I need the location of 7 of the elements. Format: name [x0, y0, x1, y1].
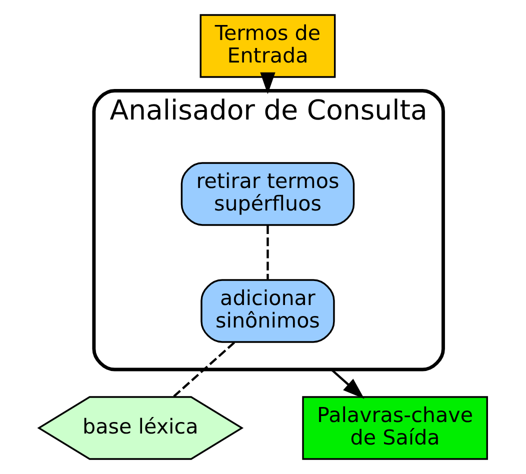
arrow	[330, 368, 364, 399]
connector	[172, 342, 236, 398]
connector	[266, 226, 269, 280]
node-box: adicionar sinônimos	[200, 279, 335, 343]
node-box: retirar termos supérfluos	[180, 162, 355, 226]
arrow	[260, 72, 276, 94]
node-box: Palavras-chave de Saída	[302, 396, 488, 460]
